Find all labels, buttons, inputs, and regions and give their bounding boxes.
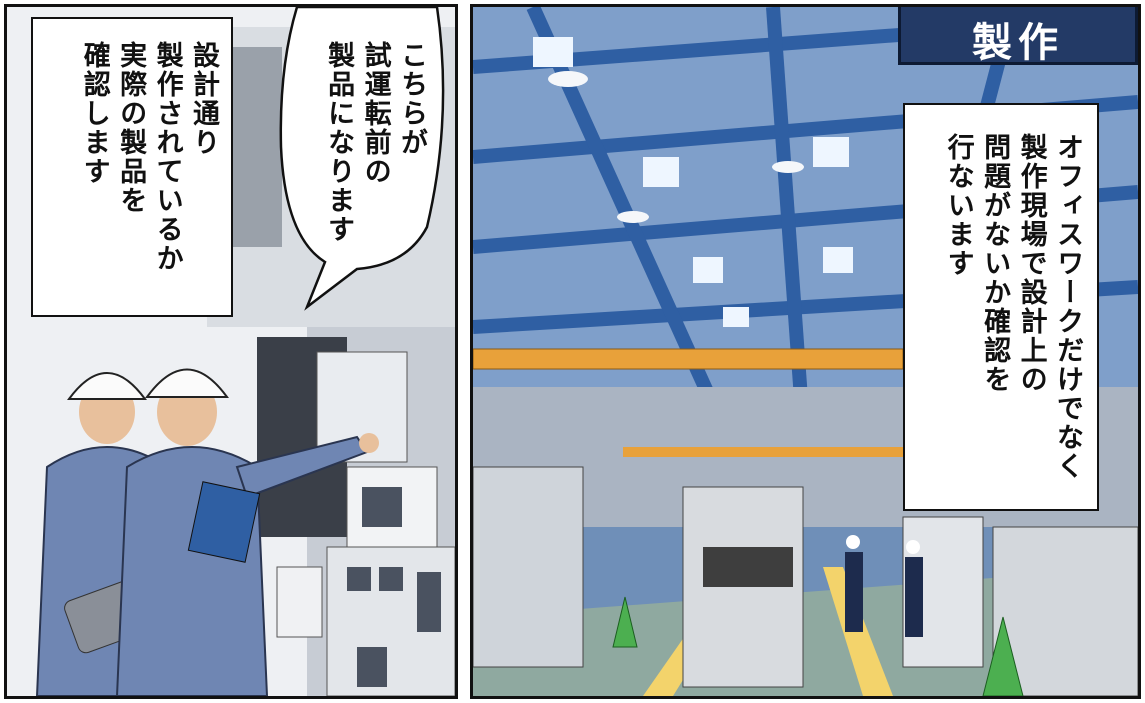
narration-text: 設計通り 製作されているか 実際の製品を 確認します [78, 41, 219, 273]
narration-box: オフィスワークだけでなく 製作現場で設計上の 問題がないか確認を 行ないます [903, 103, 1099, 511]
speech-bubble: こちらが 試運転前の 製品になります [277, 7, 453, 311]
speech-bubble-outline [279, 7, 445, 311]
manga-panel-left: 設計通り 製作されているか 実際の製品を 確認します こちらが 試運転前の 製品… [4, 4, 458, 699]
chapter-title: 製作 [972, 20, 1064, 66]
narration-box: 設計通り 製作されているか 実際の製品を 確認します [31, 17, 233, 317]
chapter-title-box: 製作 [898, 7, 1138, 66]
narration-text: オフィスワークだけでなく 製作現場で設計上の 問題がないか確認を 行ないます [942, 133, 1083, 481]
manga-panel-right: 製作 オフィスワークだけでなく 製作現場で設計上の 問題がないか確認を 行ないま… [470, 4, 1141, 699]
speech-text: こちらが 試運転前の 製品になります [323, 41, 427, 244]
